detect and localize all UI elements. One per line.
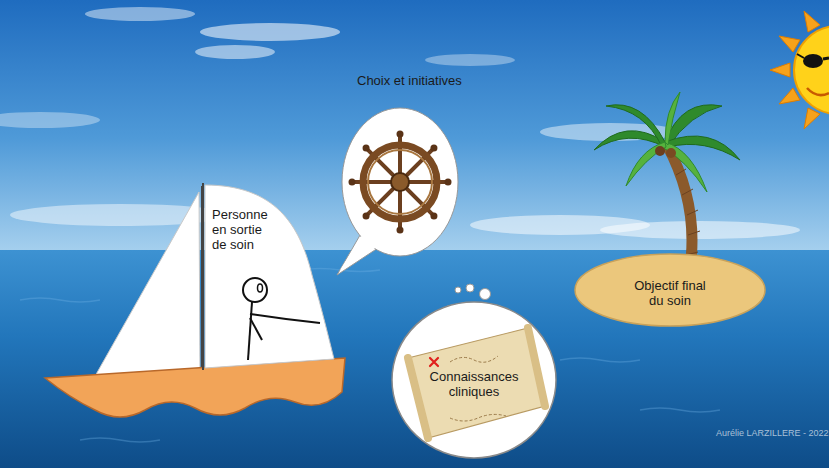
thought-bubble: Connaissances cliniques	[390, 300, 558, 460]
map-doodle	[450, 356, 498, 362]
wheel-rim	[363, 145, 437, 219]
node-text: Personne en sortie de soin	[212, 208, 276, 253]
figure-head	[243, 278, 267, 302]
figure-arm	[250, 318, 262, 340]
wheel-handle	[430, 145, 437, 152]
bubble-tail-cover	[340, 232, 380, 270]
map-cross	[430, 358, 438, 366]
speech-bubble-shape	[342, 108, 458, 256]
thought-dots	[455, 284, 491, 300]
wheel-handle	[363, 145, 370, 152]
figure-arm	[250, 314, 320, 323]
node-text: Choix et initiatives	[357, 74, 507, 89]
wheel-handle	[397, 131, 404, 138]
wheel-handle	[445, 179, 452, 186]
speech-bubble: Choix et initiatives	[335, 70, 465, 280]
label-holder: Aurélie LARZILLERE - 2022	[716, 428, 829, 438]
figure-eye	[258, 284, 263, 292]
sail-node: Personne en sortie de soin	[200, 180, 340, 372]
map-roll	[528, 328, 545, 406]
wheel-hub	[391, 173, 409, 191]
node-text: Objectif final du soin	[628, 279, 712, 309]
treasure-map	[408, 328, 545, 438]
wheel-handle	[397, 227, 404, 234]
map-roll	[408, 358, 428, 438]
mast	[202, 183, 204, 370]
sun	[770, 2, 829, 138]
thought-bubble-shape	[392, 302, 556, 458]
watermark: Aurélie LARZILLERE - 2022	[716, 428, 829, 438]
sand-island	[575, 254, 765, 326]
island-node: Objectif final du soin	[573, 252, 767, 328]
wheel-inner-rim	[368, 150, 432, 214]
palm-tree	[594, 92, 740, 280]
wheel-handle	[349, 179, 356, 186]
node-outline	[335, 70, 465, 280]
figure-body	[248, 302, 252, 360]
boat	[45, 186, 345, 417]
wheel-handle	[430, 212, 437, 219]
wheel-handle	[363, 212, 370, 219]
ship-wheel	[349, 131, 452, 234]
map-doodle	[450, 414, 506, 421]
sail-shape	[205, 185, 334, 368]
node-text: Connaissances cliniques	[424, 370, 524, 400]
